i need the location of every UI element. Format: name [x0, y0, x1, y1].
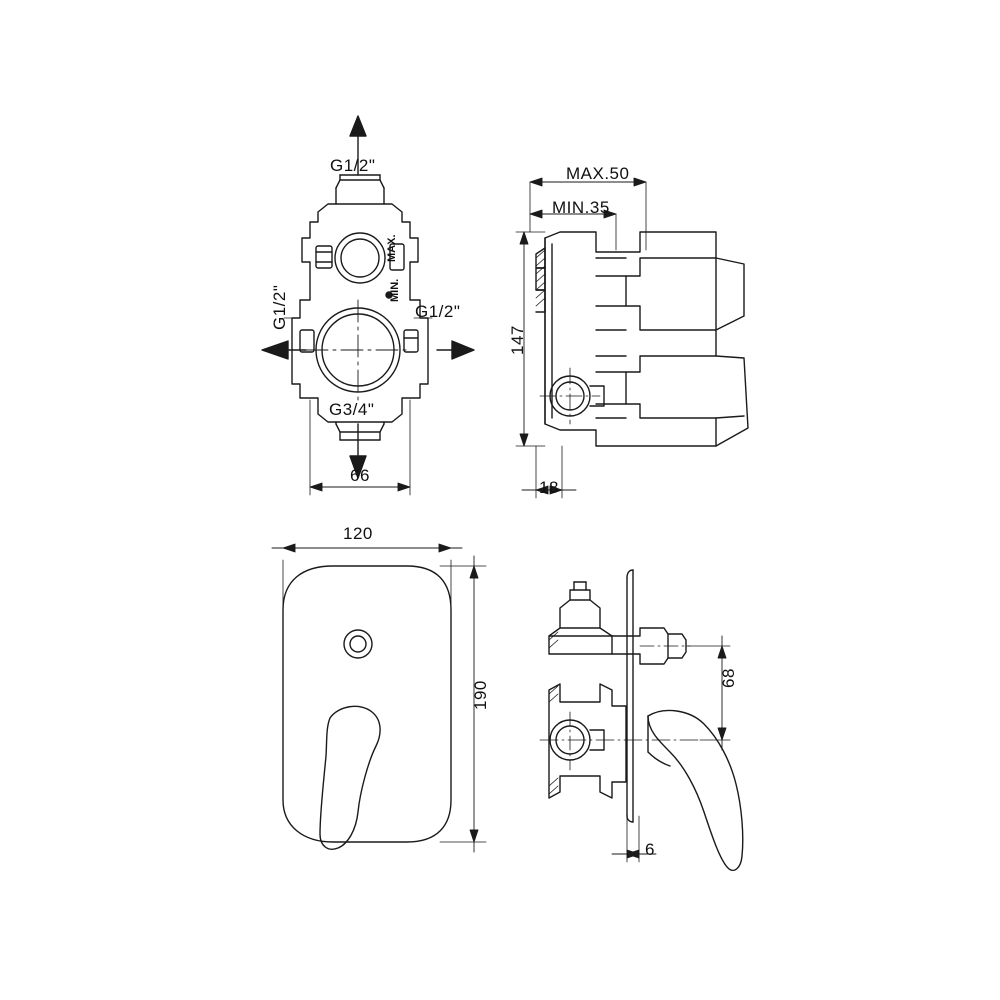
upper-cartridge-circle — [334, 232, 386, 284]
dim-line-147 — [519, 231, 529, 447]
dim-line-190 — [469, 555, 479, 853]
lower-lever-stub — [715, 355, 749, 447]
label-max-50: MAX.50 — [566, 164, 630, 183]
upper-lever-stub — [715, 257, 745, 331]
arrow-left-inlet — [261, 340, 307, 360]
diverter-button-outer — [343, 629, 373, 659]
label-dim-68: 68 — [719, 668, 738, 688]
label-dim-66: 66 — [350, 466, 370, 485]
dim-line-6 — [611, 849, 657, 859]
label-min-35: MIN.35 — [552, 198, 610, 217]
label-g12-left: G1/2" — [270, 284, 289, 330]
upper-cartridge-circle-inner — [340, 238, 380, 278]
label-mark-min: MIN. — [389, 278, 401, 302]
side-diverter-body — [548, 599, 613, 655]
upper-right-boss — [389, 243, 405, 271]
left-port-boss — [299, 329, 315, 353]
arrow-top-inlet — [349, 115, 367, 176]
label-dim-6: 6 — [645, 840, 655, 859]
label-dim-147: 147 — [508, 325, 527, 355]
label-g12-top: G1/2" — [330, 156, 376, 175]
right-port-boss — [403, 329, 419, 353]
label-mark-max: MAX. — [386, 234, 398, 263]
trim-plate-outline — [282, 565, 452, 843]
label-dim-18: 18 — [539, 478, 559, 497]
seal-hatch — [535, 249, 546, 307]
trim-front-view — [271, 543, 487, 853]
dim-line-18 — [521, 485, 577, 495]
dim-line-68 — [717, 635, 727, 751]
label-g12-right: G1/2" — [415, 302, 461, 321]
label-dim-190: 190 — [471, 680, 490, 710]
side-cartridge-body — [548, 683, 627, 799]
side-lever-handle — [647, 709, 744, 872]
min-marker-dot — [385, 291, 393, 299]
dim-max50 — [529, 177, 647, 187]
arrow-right-inlet — [436, 340, 475, 360]
dim-min35 — [529, 209, 617, 219]
side-body-view — [515, 177, 749, 499]
front-body-view — [261, 115, 475, 496]
dim-line-66 — [309, 482, 411, 492]
trim-lever-handle — [319, 705, 381, 850]
label-g34-bottom: G3/4" — [329, 400, 375, 419]
dim-line-120 — [271, 543, 463, 553]
upper-left-boss — [315, 245, 333, 269]
label-dim-120: 120 — [343, 524, 373, 543]
valve-body-outline — [291, 203, 429, 423]
trim-side-view — [539, 569, 744, 872]
diverter-button-inner — [349, 635, 367, 653]
side-body-outline — [544, 231, 717, 447]
